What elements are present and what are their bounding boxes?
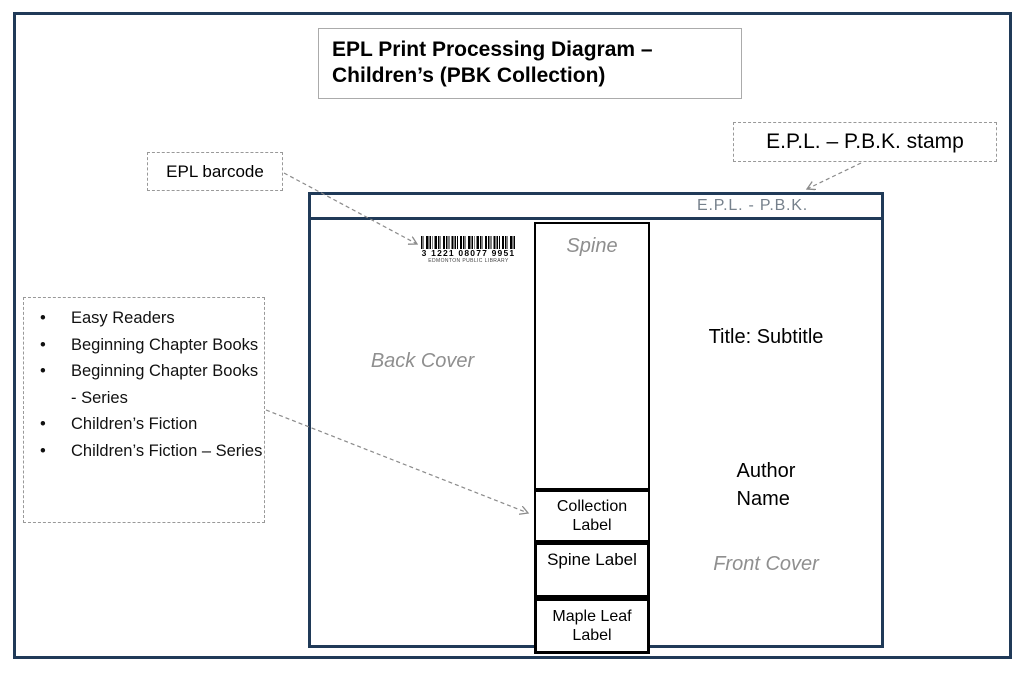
- bullet-icon: •: [40, 335, 46, 354]
- list-item-label: Beginning Chapter Books: [71, 335, 259, 354]
- list-item: • Beginning Chapter Books - Series: [24, 358, 264, 411]
- diagram-title-box: EPL Print Processing Diagram – Children’…: [318, 28, 742, 99]
- front-cover-author: Author Name: [650, 457, 882, 513]
- maple-leaf-label-text: Maple Leaf Label: [552, 608, 632, 644]
- list-item-label: Beginning Chapter Books - Series: [71, 362, 259, 407]
- back-cover-label: Back Cover: [370, 350, 475, 372]
- barcode-number: 3 1221 08077 9951: [421, 248, 516, 258]
- list-item: • Children’s Fiction – Series: [24, 438, 264, 465]
- front-cover-label: Front Cover: [713, 553, 819, 575]
- book-diagram: E.P.L. - P.B.K. 3 1221 08077 9951 EDMONT…: [308, 192, 884, 654]
- author-line1: Author: [736, 460, 796, 482]
- collections-callout-box: • Easy Readers • Beginning Chapter Books…: [23, 297, 265, 523]
- stamp-strip: E.P.L. - P.B.K.: [311, 195, 881, 220]
- stamp-callout-label: E.P.L. – P.B.K. stamp: [766, 130, 964, 153]
- barcode-callout-box: EPL barcode: [147, 152, 283, 191]
- list-item: • Beginning Chapter Books: [24, 332, 264, 359]
- barcode-callout-label: EPL barcode: [166, 161, 264, 181]
- stamp-strip-text: E.P.L. - P.B.K.: [697, 197, 809, 214]
- epl-barcode: 3 1221 08077 9951 EDMONTON PUBLIC LIBRAR…: [420, 236, 517, 264]
- diagram-title-line1: EPL Print Processing Diagram –: [332, 38, 653, 61]
- bullet-icon: •: [40, 309, 46, 327]
- bullet-icon: •: [40, 441, 46, 460]
- diagram-title-line2: Children’s (PBK Collection): [332, 64, 606, 87]
- barcode-caption: EDMONTON PUBLIC LIBRARY: [428, 258, 509, 264]
- spine-label-text: Spine Label: [547, 550, 637, 569]
- collection-label-box: Collection Label: [534, 490, 650, 542]
- stamp-callout-box: E.P.L. – P.B.K. stamp: [733, 122, 997, 162]
- list-item: • Children’s Fiction: [24, 411, 264, 438]
- bullet-icon: •: [40, 362, 46, 380]
- spine-panel: Spine: [534, 222, 650, 490]
- list-item-label: Easy Readers: [71, 309, 175, 327]
- list-item: • Easy Readers: [24, 305, 264, 332]
- maple-leaf-label-box: Maple Leaf Label: [534, 598, 650, 654]
- list-item-label: Children’s Fiction: [71, 415, 198, 433]
- front-cover-title: Title: Subtitle: [708, 326, 824, 348]
- list-item-label: Children’s Fiction – Series: [71, 441, 263, 460]
- collection-label-text: Collection Label: [556, 498, 628, 534]
- collections-list: • Easy Readers • Beginning Chapter Books…: [24, 305, 264, 464]
- spine-label-box: Spine Label: [534, 542, 650, 598]
- spine-area-label: Spine: [566, 235, 618, 257]
- author-line2: Name: [736, 488, 790, 510]
- barcode-bars-icon: [421, 236, 516, 249]
- bullet-icon: •: [40, 415, 46, 433]
